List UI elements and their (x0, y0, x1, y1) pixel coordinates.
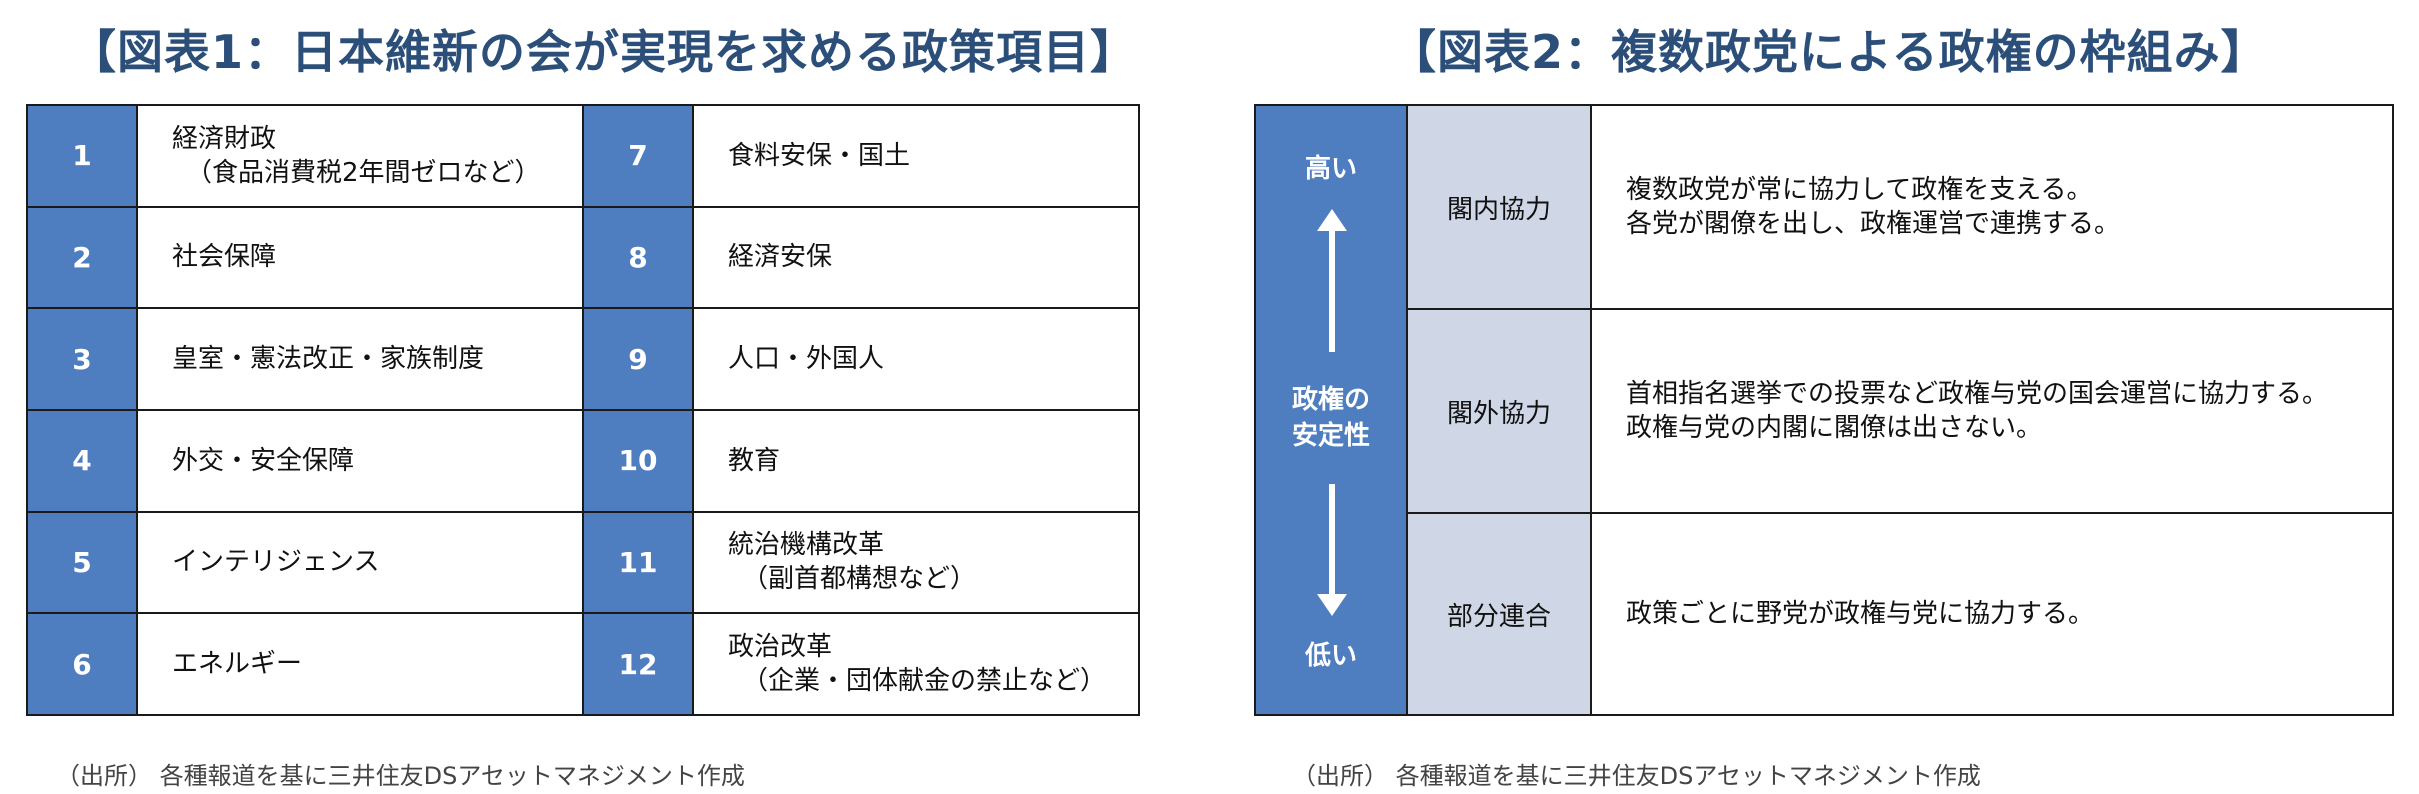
arrow-up-icon (1317, 209, 1347, 352)
table-row: 2 社会保障 8 経済安保 (26, 205, 1140, 310)
item-number: 2 (26, 205, 138, 310)
item-number: 10 (582, 408, 694, 513)
category-description: 複数政党が常に協力して政権を支える。 各党が閣僚を出し、政権運営で連携する。 (1626, 175, 2121, 239)
figure1-title: 【図表1：日本維新の会が実現を求める政策項目】 (70, 25, 1138, 79)
item-text: 経済安保 (692, 205, 1140, 310)
item-text: 人口・外国人 (692, 307, 1140, 411)
figure2-title: 【図表2：複数政党による政権の枠組み】 (1390, 25, 2268, 79)
table-row: 閣外協力 首相指名選挙での投票など政権与党の国会運営に協力する。 政権与党の内閣… (1408, 310, 2392, 514)
item-number: 11 (582, 510, 694, 615)
arrow-down-icon (1317, 484, 1347, 616)
item-text: インテリジェンス (136, 510, 584, 615)
item-number: 3 (26, 307, 138, 411)
policy-items-table: 1 経済財政（食品消費税2年間ゼロなど） 7 食料安保・国土 2 社会保障 8 … (26, 104, 1140, 716)
item-text: 統治機構改革（副首都構想など） (692, 510, 1140, 615)
item-text: 食料安保・国土 (692, 104, 1140, 208)
item-text: 政治改革（企業・団体献金の禁止など） (692, 612, 1140, 716)
category-label: 閣外協力 (1408, 310, 1592, 512)
figure2-source: （出所） 各種報道を基に三井住友DSアセットマネジメント作成 (1292, 762, 1981, 790)
table-row: 部分連合 政策ごとに野党が政権与党に協力する。 (1408, 514, 2392, 714)
category-description: 政策ごとに野党が政権与党に協力する。 (1626, 599, 2095, 629)
axis-low-label: 低い (1304, 641, 1357, 671)
item-number: 6 (26, 612, 138, 716)
category-label: 部分連合 (1408, 514, 1592, 714)
item-text: 教育 (692, 408, 1140, 513)
coalition-framework-table: 高い 政権の 安定性 低い 閣内協力 複数政党が常に協力して政権を支える。 各党… (1254, 104, 2394, 716)
item-number: 4 (26, 408, 138, 513)
category-label: 閣内協力 (1408, 106, 1592, 308)
table-row: 5 インテリジェンス 11 統治機構改革（副首都構想など） (26, 510, 1140, 615)
item-number: 5 (26, 510, 138, 615)
table-row: 1 経済財政（食品消費税2年間ゼロなど） 7 食料安保・国土 (26, 104, 1140, 208)
stability-axis: 高い 政権の 安定性 低い (1256, 106, 1408, 714)
category-description: 首相指名選挙での投票など政権与党の国会運営に協力する。 政権与党の内閣に閣僚は出… (1626, 379, 2329, 443)
item-text: 社会保障 (136, 205, 584, 310)
table-row: 4 外交・安全保障 10 教育 (26, 408, 1140, 513)
item-number: 7 (582, 104, 694, 208)
table-row: 3 皇室・憲法改正・家族制度 9 人口・外国人 (26, 307, 1140, 411)
item-text: 皇室・憲法改正・家族制度 (136, 307, 584, 411)
item-number: 8 (582, 205, 694, 310)
axis-label: 政権の 安定性 (1291, 385, 1370, 451)
item-text: 経済財政（食品消費税2年間ゼロなど） (136, 104, 584, 208)
table-row: 6 エネルギー 12 政治改革（企業・団体献金の禁止など） (26, 612, 1140, 716)
item-number: 1 (26, 104, 138, 208)
item-number: 9 (582, 307, 694, 411)
item-text: エネルギー (136, 612, 584, 716)
table-row: 閣内協力 複数政党が常に協力して政権を支える。 各党が閣僚を出し、政権運営で連携… (1408, 106, 2392, 310)
figure1-source: （出所） 各種報道を基に三井住友DSアセットマネジメント作成 (56, 762, 745, 790)
axis-high-label: 高い (1304, 154, 1357, 184)
item-text: 外交・安全保障 (136, 408, 584, 513)
item-number: 12 (582, 612, 694, 716)
